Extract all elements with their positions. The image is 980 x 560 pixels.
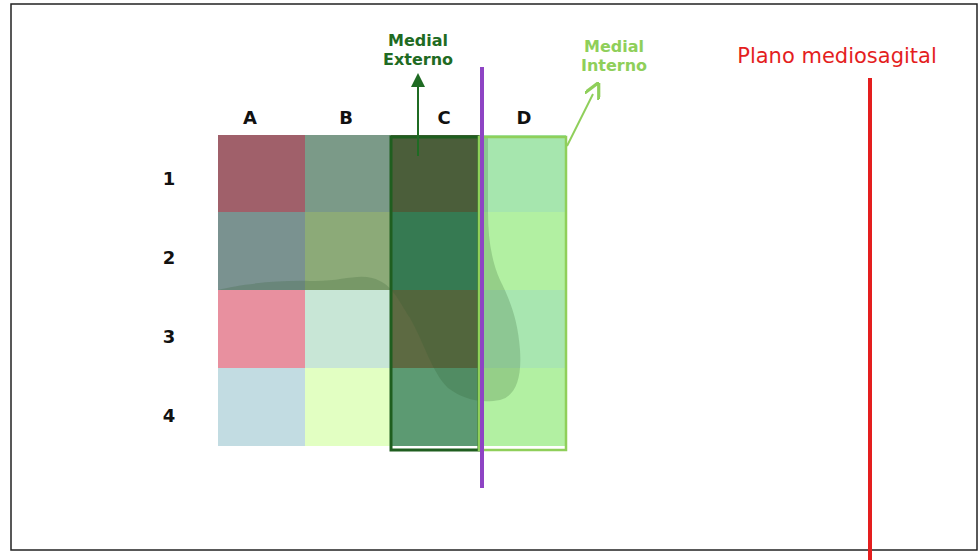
column-letter: C xyxy=(437,107,450,129)
plane-label: Plano mediosagital xyxy=(737,44,937,69)
grid-cell xyxy=(218,290,305,368)
grid-cell xyxy=(305,290,391,368)
medial-externo-column xyxy=(391,137,479,450)
region-label: Medial Interno xyxy=(559,37,669,75)
column-letter: B xyxy=(339,107,353,129)
column-letter: A xyxy=(243,107,257,129)
row-number: 4 xyxy=(163,405,176,427)
medial-interno-column xyxy=(479,137,566,450)
grid-cell xyxy=(305,368,391,446)
column-letter: D xyxy=(517,107,532,129)
grid-cell xyxy=(218,135,305,212)
grid-cell xyxy=(218,368,305,446)
tooth-silhouette xyxy=(218,137,520,401)
leader-arrow xyxy=(567,94,593,146)
grid-cell xyxy=(218,212,305,290)
midsagittal-line xyxy=(868,78,872,560)
region-label: Medial Externo xyxy=(363,31,473,69)
row-number: 1 xyxy=(163,168,176,190)
outer-frame xyxy=(11,4,977,550)
grid-cell xyxy=(391,212,479,290)
grid-cell xyxy=(305,135,391,212)
row-number: 3 xyxy=(163,326,176,348)
leader-arrow xyxy=(417,80,419,156)
row-number: 2 xyxy=(163,247,176,269)
purple-plane-line xyxy=(480,67,484,488)
grid-cell xyxy=(391,135,479,212)
grid-cell xyxy=(479,135,566,212)
